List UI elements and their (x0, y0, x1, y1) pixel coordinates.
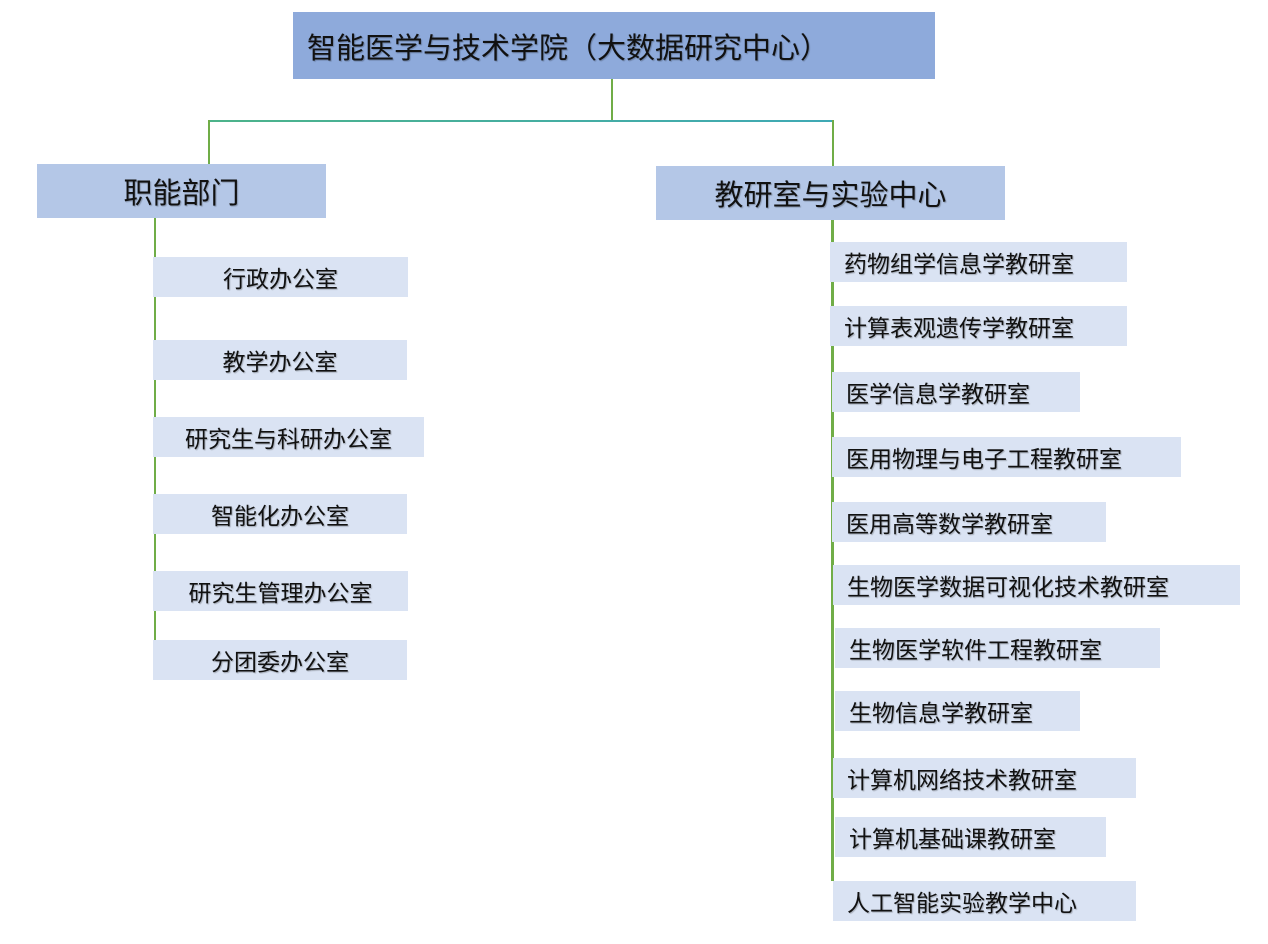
item-label: 智能化办公室 (211, 504, 349, 530)
item-label: 医学信息学教研室 (846, 382, 1030, 408)
list-item: 教学办公室 (153, 340, 407, 380)
item-label: 医用物理与电子工程教研室 (846, 447, 1122, 473)
root-node: 智能医学与技术学院（大数据研究中心） (293, 12, 935, 79)
list-item: 生物医学数据可视化技术教研室 (833, 565, 1240, 605)
list-item: 生物信息学教研室 (835, 691, 1080, 731)
item-label: 计算表观遗传学教研室 (844, 316, 1074, 342)
item-label: 研究生与科研办公室 (185, 427, 392, 453)
list-item: 研究生管理办公室 (153, 571, 408, 611)
item-label: 药物组学信息学教研室 (844, 252, 1074, 278)
list-item: 行政办公室 (153, 257, 408, 297)
item-label: 医用高等数学教研室 (846, 512, 1053, 538)
connector-left-branch (208, 120, 210, 164)
branch-node: 教研室与实验中心 (656, 166, 1005, 220)
connector-right-branch (832, 120, 834, 166)
list-item: 计算表观遗传学教研室 (830, 306, 1127, 346)
list-item: 计算机网络技术教研室 (833, 758, 1136, 798)
item-label: 计算机基础课教研室 (849, 827, 1056, 853)
list-item: 研究生与科研办公室 (153, 417, 424, 457)
list-item: 医用物理与电子工程教研室 (832, 437, 1181, 477)
branch-label: 职能部门 (123, 176, 240, 210)
list-item: 计算机基础课教研室 (835, 817, 1106, 857)
item-label: 分团委办公室 (211, 650, 349, 676)
root-label: 智能医学与技术学院（大数据研究中心） (307, 30, 830, 65)
list-item: 医用高等数学教研室 (832, 502, 1106, 542)
item-label: 生物医学软件工程教研室 (849, 638, 1102, 664)
branch-label: 教研室与实验中心 (714, 178, 947, 212)
list-item: 人工智能实验教学中心 (833, 881, 1136, 921)
connector-right-spine (831, 219, 834, 881)
item-label: 计算机网络技术教研室 (847, 768, 1077, 794)
branch-node: 职能部门 (37, 164, 326, 218)
item-label: 生物信息学教研室 (849, 701, 1033, 727)
item-label: 研究生管理办公室 (188, 581, 373, 607)
item-label: 生物医学数据可视化技术教研室 (847, 575, 1169, 601)
connector-horizontal (208, 120, 834, 122)
item-label: 行政办公室 (223, 267, 338, 293)
list-item: 智能化办公室 (153, 494, 407, 534)
item-label: 教学办公室 (222, 350, 338, 376)
list-item: 分团委办公室 (153, 640, 407, 680)
list-item: 药物组学信息学教研室 (830, 242, 1127, 282)
list-item: 生物医学软件工程教研室 (835, 628, 1160, 668)
list-item: 医学信息学教研室 (832, 372, 1080, 412)
item-label: 人工智能实验教学中心 (847, 891, 1077, 917)
connector-root-down (611, 79, 613, 121)
